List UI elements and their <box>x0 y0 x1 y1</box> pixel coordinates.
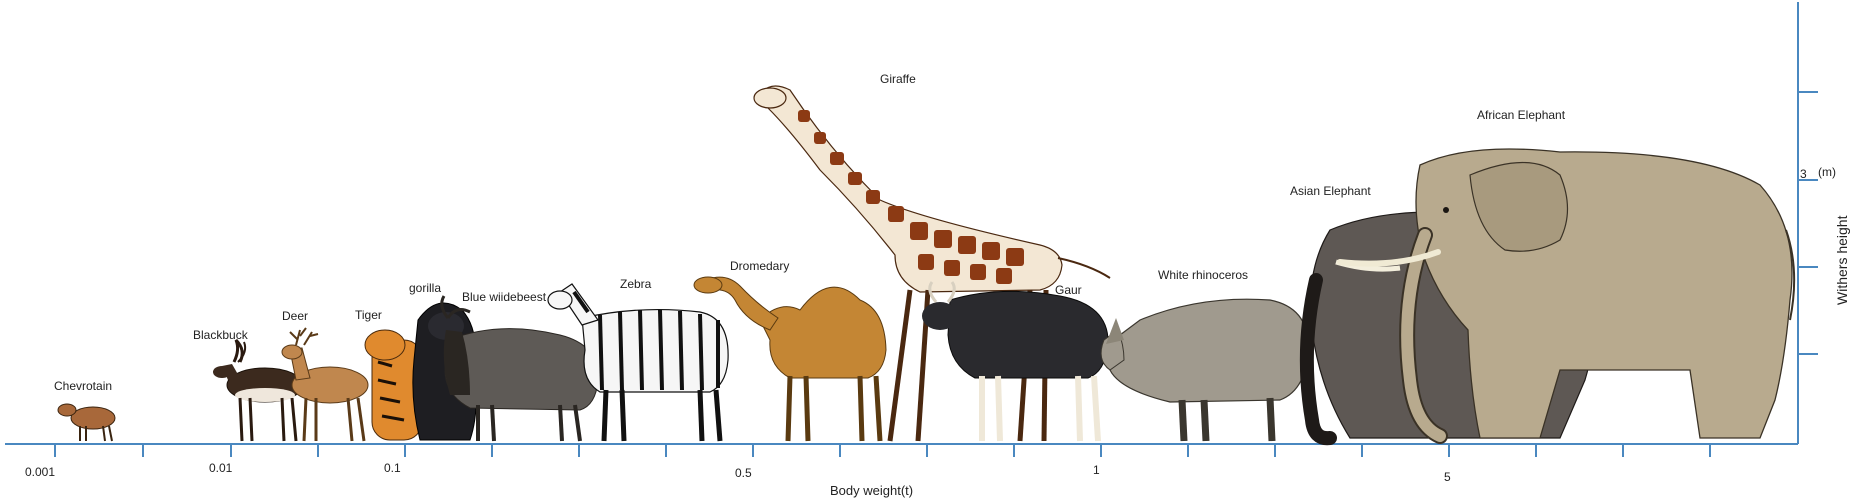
x-ticks <box>54 444 1711 457</box>
x-tick-label: 1 <box>1093 463 1100 477</box>
gaur-illustration <box>922 281 1109 442</box>
animal-label-dromedary: Dromedary <box>730 259 790 273</box>
x-axis-title: Body weight(t) <box>830 483 914 498</box>
dromedary-illustration <box>693 276 887 442</box>
animal-label-blue-wildebeest: Blue wiidebeest <box>462 290 547 304</box>
animal-label-deer: Deer <box>282 309 309 323</box>
chevrotain-illustration <box>57 403 116 442</box>
animal-label-zebra: Zebra <box>620 277 652 291</box>
y-ticks <box>1798 91 1818 355</box>
y-unit-label: (m) <box>1818 165 1836 179</box>
animal-label-african-elephant: African Elephant <box>1477 108 1566 122</box>
x-tick-label: 0.5 <box>735 466 752 480</box>
y-tick-label: 3 <box>1800 167 1807 181</box>
x-tick-label: 0.01 <box>209 461 233 475</box>
blackbuck-illustration <box>213 338 304 442</box>
animal-label-asian-elephant: Asian Elephant <box>1290 184 1371 198</box>
animal-label-white-rhinoceros: White rhinoceros <box>1158 268 1249 282</box>
blue-wildebeest-illustration <box>440 295 599 442</box>
x-tick-label: 5 <box>1444 470 1451 484</box>
animal-label-gorilla: gorilla <box>409 281 442 295</box>
x-tick-label: 0.1 <box>384 461 401 475</box>
animal-label-giraffe: Giraffe <box>880 72 916 86</box>
deer-illustration <box>281 327 369 442</box>
x-tick-label: 0.001 <box>25 465 56 479</box>
animal-label-tiger: Tiger <box>355 308 382 322</box>
animal-label-chevrotain: Chevrotain <box>54 379 113 393</box>
white-rhinoceros-illustration <box>1100 298 1309 442</box>
animal-label-gaur: Gaur <box>1055 283 1082 297</box>
y-axis-title: Withers height <box>1834 215 1850 305</box>
african-elephant-illustration <box>1337 148 1796 444</box>
animal-label-blackbuck: Blackbuck <box>193 328 248 342</box>
zebra-illustration <box>547 283 729 442</box>
